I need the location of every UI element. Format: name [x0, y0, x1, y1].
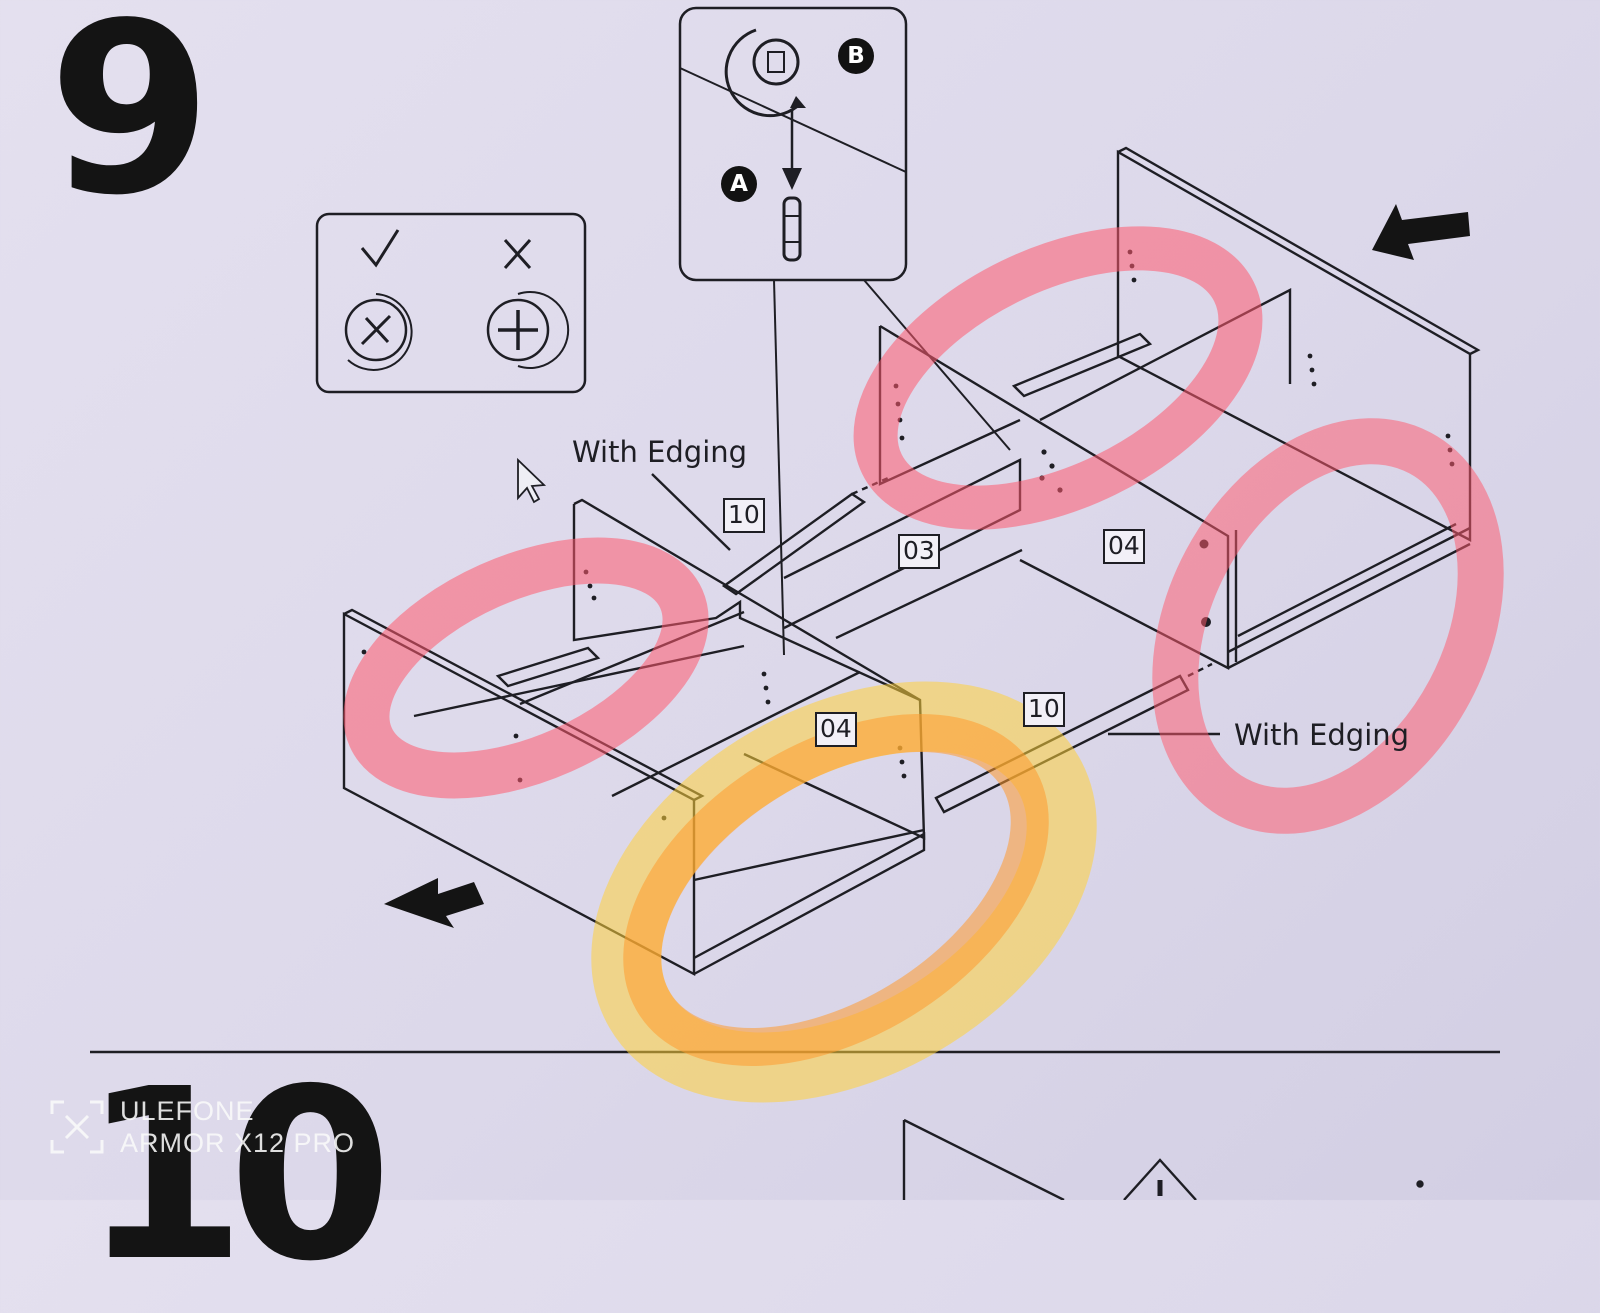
highlight-marks — [343, 226, 1504, 1103]
highlight-left — [343, 537, 709, 799]
assembly-drawing — [90, 6, 1504, 1200]
part-number-center-panel: 03 — [898, 534, 940, 569]
with-edging-label-left: With Edging — [572, 435, 748, 469]
callout-badge-b: B — [838, 38, 874, 74]
highlight-center-orange — [623, 714, 1049, 1066]
part-number-rail-top: 10 — [723, 498, 765, 533]
with-edging-label-right: With Edging — [1234, 718, 1410, 752]
mouse-cursor-icon — [517, 457, 547, 504]
focus-frame-icon — [50, 1100, 104, 1154]
instruction-screen: 9 10 B A With Edging With Edging 10 03 0… — [48, 0, 1504, 1294]
screw-guide-box — [315, 212, 587, 394]
cam-lock-callout — [678, 6, 1011, 656]
highlight-right — [1152, 418, 1504, 834]
warning-icon — [1123, 1158, 1197, 1200]
part-number-left-panel: 04 — [815, 712, 857, 747]
step-number-current: 9 — [48, 0, 212, 247]
part-number-right-panel: 04 — [1103, 529, 1145, 564]
watermark-brand: ULEFONE — [120, 1096, 255, 1126]
part-number-rail-bottom: 10 — [1023, 692, 1065, 727]
highlight-top — [853, 226, 1263, 530]
checkmark-icon — [360, 229, 400, 268]
cross-icon — [503, 239, 532, 269]
watermark-model: ARMOR X12 PRO — [120, 1128, 356, 1158]
callout-badge-a: A — [721, 166, 757, 202]
screw-correct-icon — [344, 293, 413, 371]
arrow-right-icon — [1372, 204, 1470, 260]
arrow-left-icon — [384, 878, 484, 928]
cam-lock-icon — [724, 28, 806, 118]
screw-incorrect-icon — [486, 291, 570, 369]
dowel-icon — [782, 196, 802, 262]
next-step-preview — [902, 1118, 1424, 1200]
camera-watermark: ULEFONE ARMOR X12 PRO — [48, 1096, 378, 1188]
